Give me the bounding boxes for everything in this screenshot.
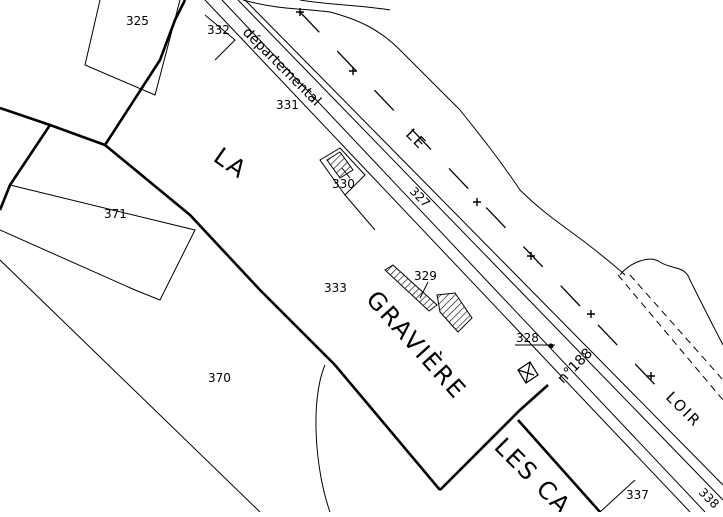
boundary-333-end	[344, 194, 376, 231]
boundary-long-south	[104, 143, 441, 491]
parcel-329: 329	[414, 269, 437, 283]
building-small-envelope	[517, 361, 539, 384]
boundary-331	[204, 14, 236, 61]
road-edge-1	[204, 0, 691, 513]
river-bank-upper	[242, 0, 626, 276]
boundary-330	[319, 147, 366, 196]
parcel-325: 325	[126, 14, 149, 28]
boundary-les-ca	[439, 384, 549, 491]
parcel-330: 330	[332, 177, 355, 191]
river-bank-top	[299, 0, 391, 11]
building-330	[326, 151, 354, 179]
parcel-333: 333	[324, 281, 347, 295]
boundary-curve-370	[315, 364, 331, 513]
boundary-370-south	[0, 259, 261, 513]
road-edge-2	[221, 0, 706, 513]
marker-328	[548, 343, 554, 349]
parcel-332: 332	[207, 23, 230, 37]
boundary-371	[0, 184, 196, 301]
parcel-331: 331	[276, 98, 299, 112]
boundary-les-ca-2	[517, 419, 601, 513]
dashed-bank-1	[617, 274, 723, 401]
road-edge-3	[237, 0, 723, 501]
parcel-370: 370	[208, 371, 231, 385]
boundary-325	[84, 0, 181, 96]
river-cross-markers	[296, 8, 655, 380]
building-329-wing	[384, 264, 438, 312]
river-centerline	[299, 11, 661, 391]
boundary-main-left	[0, 0, 187, 147]
river-bank-right	[619, 258, 723, 346]
parcel-328: 328	[516, 331, 539, 345]
arrow-330	[341, 167, 351, 179]
arrow-329	[419, 281, 429, 299]
parcel-337: 337	[626, 488, 649, 502]
building-329-main	[436, 292, 473, 333]
parcel-371: 371	[104, 207, 127, 221]
boundary-337	[599, 479, 636, 513]
road-edge-4	[244, 0, 723, 486]
